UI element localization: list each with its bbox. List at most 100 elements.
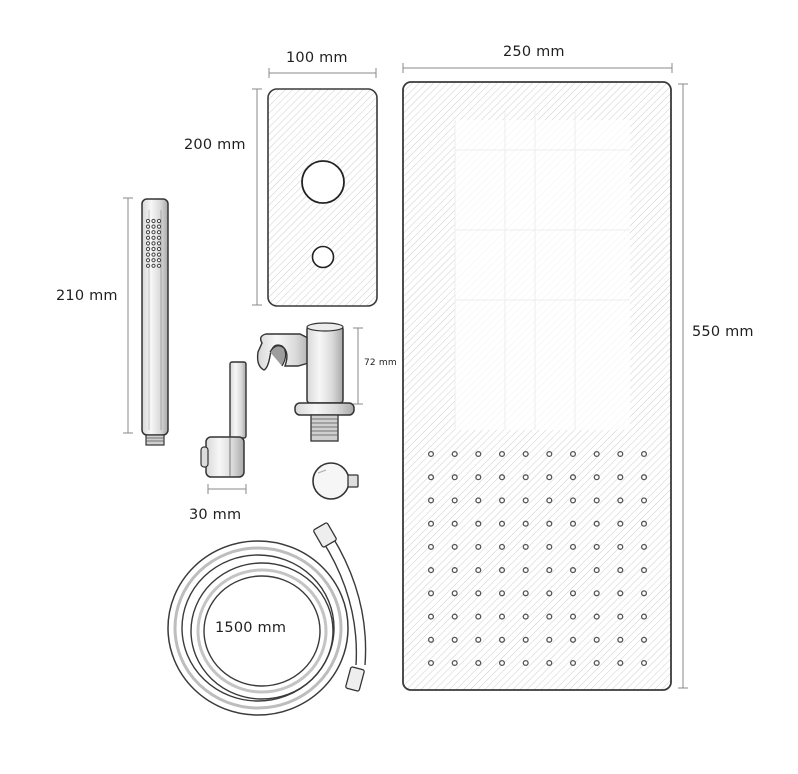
nozzle: [617, 543, 624, 550]
nozzle: [640, 520, 648, 527]
nozzle: [498, 520, 506, 527]
nozzle: [522, 590, 529, 597]
rain-shower-head: [402, 81, 672, 691]
nozzle: [475, 613, 482, 620]
nozzle: [427, 450, 435, 458]
nozzle: [475, 659, 482, 667]
nozzle: [546, 636, 553, 643]
nozzle: [451, 497, 458, 504]
nozzle: [546, 474, 553, 481]
nozzle: [640, 613, 648, 620]
nozzle: [475, 520, 482, 527]
nozzle: [640, 497, 648, 504]
nozzle: [617, 590, 624, 597]
hand-nozzle: [151, 235, 156, 240]
nozzle: [569, 520, 577, 527]
nozzle: [427, 497, 435, 504]
nozzle: [546, 450, 553, 458]
nozzle: [522, 520, 529, 527]
hand-nozzle: [151, 230, 156, 235]
plate-height-label: 200 mm: [184, 137, 246, 153]
nozzle: [640, 543, 648, 550]
nozzle: [522, 636, 529, 643]
plate-height-dimension: [252, 88, 262, 306]
nozzle: [569, 567, 577, 574]
nozzle: [427, 520, 435, 527]
hand-nozzle: [156, 246, 162, 252]
nozzle: [569, 543, 577, 550]
hand-nozzle: [156, 263, 162, 268]
head-height-dimension: [678, 83, 688, 689]
hand-nozzle: [156, 252, 162, 257]
nozzle: [617, 474, 624, 481]
nozzle: [475, 636, 482, 643]
hand-nozzle: [145, 235, 151, 240]
hand-nozzle: [156, 235, 162, 240]
nozzle: [475, 590, 482, 597]
hand-nozzle: [151, 224, 156, 229]
nozzle: [475, 450, 482, 458]
nozzle: [522, 450, 529, 458]
nozzle: [593, 520, 600, 527]
nozzle: [546, 520, 553, 527]
nozzle: [546, 659, 553, 667]
hose-length-label: 1500 mm: [215, 620, 287, 636]
hand-nozzle: [156, 230, 162, 235]
nozzle: [640, 450, 648, 458]
hand-shower-nozzles: [145, 218, 162, 268]
hand-nozzle: [151, 263, 156, 268]
nozzle: [593, 567, 600, 574]
hand-nozzle: [151, 218, 156, 224]
nozzle: [617, 450, 624, 458]
nozzle: [617, 520, 624, 527]
hand-shower-dimension: [123, 197, 133, 434]
nozzle: [546, 590, 553, 597]
hand-nozzle: [156, 218, 162, 224]
nozzle: [451, 613, 458, 620]
hand-nozzle: [145, 246, 151, 252]
wall-elbow: [256, 322, 355, 442]
valve-plate: [267, 88, 378, 307]
nozzle: [498, 497, 506, 504]
nozzle: [617, 497, 624, 504]
nozzle: [569, 613, 577, 620]
nozzle: [569, 450, 577, 458]
hand-nozzle: [151, 241, 156, 246]
nozzle-grid: [427, 450, 648, 667]
hand-nozzle: [151, 246, 156, 252]
nozzle: [522, 659, 529, 667]
hand-nozzle: [156, 258, 162, 263]
shower-hose: [167, 522, 367, 716]
nozzle: [451, 543, 458, 550]
nozzle: [427, 659, 435, 667]
nozzle: [475, 474, 482, 481]
hand-nozzle: [145, 241, 151, 246]
nozzle: [451, 567, 458, 574]
lever-width-dimension: [207, 484, 247, 494]
hand-nozzle: [145, 252, 151, 257]
diverter-knob: [312, 462, 359, 500]
nozzle: [427, 636, 435, 643]
elbow-height-label: 72 mm: [364, 358, 397, 368]
nozzle: [640, 567, 648, 574]
nozzle: [593, 659, 600, 667]
nozzle: [451, 659, 458, 667]
nozzle: [640, 659, 648, 667]
head-height-label: 550 mm: [692, 324, 754, 340]
nozzle: [475, 543, 482, 550]
head-width-label: 250 mm: [503, 44, 565, 60]
nozzle: [498, 636, 506, 643]
nozzle: [522, 497, 529, 504]
nozzle: [522, 613, 529, 620]
nozzle: [546, 497, 553, 504]
nozzle: [498, 567, 506, 574]
plate-width-label: 100 mm: [286, 50, 348, 66]
nozzle: [451, 450, 458, 458]
nozzle: [427, 567, 435, 574]
hand-nozzle: [145, 218, 151, 224]
nozzle: [498, 450, 506, 458]
nozzle: [617, 567, 624, 574]
nozzle: [475, 567, 482, 574]
